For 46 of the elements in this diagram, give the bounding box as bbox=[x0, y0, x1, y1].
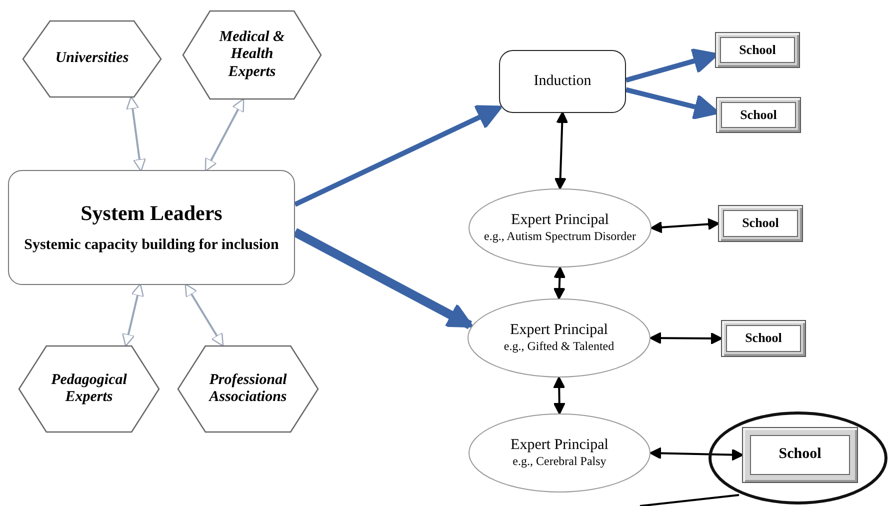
school-label: School bbox=[726, 325, 801, 352]
rounded-box bbox=[8, 170, 295, 285]
school-label: School bbox=[750, 435, 850, 475]
group-label: Medical & Health Experts bbox=[218, 29, 286, 81]
double-arrow bbox=[649, 447, 744, 461]
group-label: Pedagogical Experts bbox=[50, 372, 128, 406]
double-arrow bbox=[122, 283, 144, 347]
school-box bbox=[716, 97, 801, 133]
rounded-box bbox=[499, 50, 626, 113]
node-title: Expert Principal bbox=[510, 322, 608, 340]
double-arrow bbox=[553, 266, 566, 300]
double-arrow bbox=[553, 376, 566, 415]
node-title: Induction bbox=[534, 72, 592, 90]
school-box bbox=[742, 427, 858, 483]
arrow bbox=[292, 228, 474, 330]
hexagon-node bbox=[182, 10, 322, 100]
ellipse-node bbox=[468, 413, 651, 493]
hexagon-node bbox=[22, 20, 162, 98]
node-title: System Leaders bbox=[80, 200, 222, 225]
group-label: Universities bbox=[54, 50, 130, 68]
arrow bbox=[294, 105, 502, 207]
node-subtitle: e.g., Cerebral Palsy bbox=[512, 454, 606, 469]
leader-line bbox=[640, 494, 740, 506]
school-box bbox=[721, 320, 806, 357]
hexagon-node bbox=[18, 345, 160, 433]
school-box bbox=[715, 32, 800, 68]
double-arrow bbox=[204, 98, 244, 172]
double-arrow bbox=[554, 111, 568, 190]
group-label: Professional Associations bbox=[208, 372, 288, 406]
hexagon-node bbox=[177, 345, 319, 433]
ellipse-node bbox=[467, 298, 651, 378]
highlight-ellipse bbox=[707, 410, 889, 506]
school-label: School bbox=[720, 37, 795, 63]
node-title: Expert Principal bbox=[510, 437, 608, 455]
school-label: School bbox=[721, 102, 796, 128]
ellipse-node bbox=[468, 188, 652, 268]
node-subtitle: e.g., Autism Spectrum Disorder bbox=[484, 230, 636, 244]
school-label: School bbox=[723, 210, 798, 237]
node-title: Expert Principal bbox=[511, 212, 609, 230]
double-arrow bbox=[650, 218, 720, 234]
double-arrow bbox=[649, 332, 723, 344]
node-subtitle: Systemic capacity building for inclusion bbox=[24, 236, 279, 254]
double-arrow bbox=[184, 283, 224, 347]
double-arrow bbox=[126, 96, 146, 172]
school-box bbox=[718, 205, 803, 242]
node-subtitle: e.g., Gifted & Talented bbox=[504, 340, 614, 354]
